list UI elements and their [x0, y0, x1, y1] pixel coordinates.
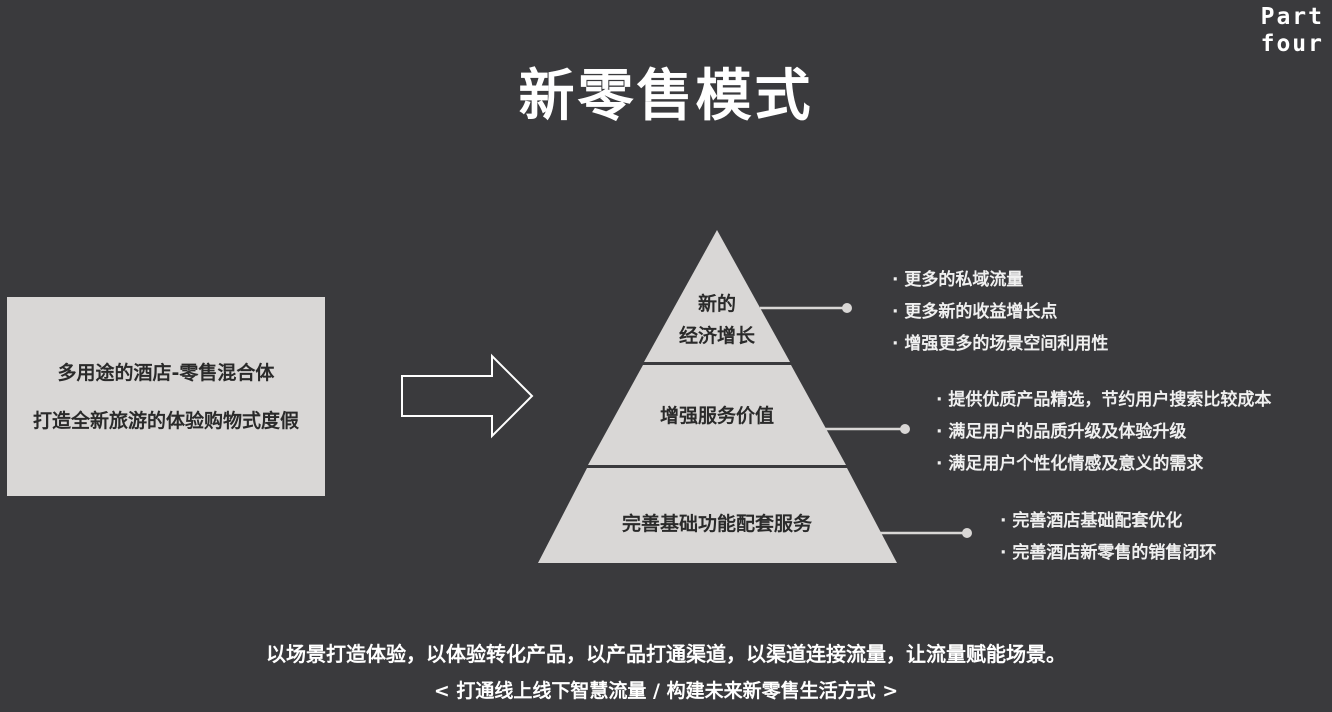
pyramid-middle-tier: [588, 365, 846, 465]
pyramid-bottom-label: 完善基础功能配套服务: [621, 513, 812, 535]
footer-tagline: < 打通线上线下智慧流量 / 构建未来新零售生活方式 >: [433, 680, 899, 702]
bullets-top-list: · 更多的私域流量 · 更多新的收益增长点 · 增强更多的场景空间利用性: [892, 264, 1108, 360]
pyramid-top-tier: [644, 230, 790, 362]
pyramid-top-label-line2: 经济增长: [678, 325, 755, 347]
part-four-label: Part four: [1261, 4, 1324, 58]
bullet-item: · 完善酒店基础配套优化: [1000, 511, 1183, 531]
concept-line-2: 打造全新旅游的体验购物式度假: [32, 409, 299, 432]
pyramid-bottom-tier: [538, 468, 897, 563]
bullet-item: · 满足用户个性化情感及意义的需求: [936, 454, 1204, 474]
pyramid-middle-label: 增强服务价值: [659, 405, 774, 427]
footer-slogan: 以场景打造体验，以体验转化产品，以产品打通渠道，以渠道连接流量，让流量赋能场景。: [266, 642, 1066, 666]
connector-bottom-dot: [962, 528, 972, 538]
bullets-bottom-list: · 完善酒店基础配套优化 · 完善酒店新零售的销售闭环: [1000, 505, 1216, 569]
concept-box: 多用途的酒店-零售混合体 打造全新旅游的体验购物式度假: [7, 297, 325, 496]
bullet-item: · 增强更多的场景空间利用性: [892, 334, 1109, 354]
bullet-item: · 满足用户的品质升级及体验升级: [936, 422, 1187, 442]
pyramid-top-label: 新的 经济增长: [657, 288, 777, 352]
right-arrow-icon: [401, 353, 534, 439]
part-label-line1: Part: [1260, 4, 1324, 30]
connector-middle-dot: [900, 424, 910, 434]
connector-top-dot: [842, 303, 852, 313]
page-title: 新零售模式: [518, 64, 814, 129]
bullets-middle-list: · 提供优质产品精选，节约用户搜索比较成本 · 满足用户的品质升级及体验升级 ·…: [936, 384, 1271, 480]
bullet-item: · 提供优质产品精选，节约用户搜索比较成本: [936, 390, 1272, 410]
pyramid-top-label-line1: 新的: [697, 293, 736, 315]
bullet-item: · 更多的私域流量: [892, 270, 1024, 290]
concept-line-1: 多用途的酒店-零售混合体: [57, 361, 275, 384]
bullet-item: · 更多新的收益增长点: [892, 302, 1058, 322]
bullet-item: · 完善酒店新零售的销售闭环: [1000, 543, 1217, 563]
part-label-line2: four: [1260, 31, 1324, 57]
